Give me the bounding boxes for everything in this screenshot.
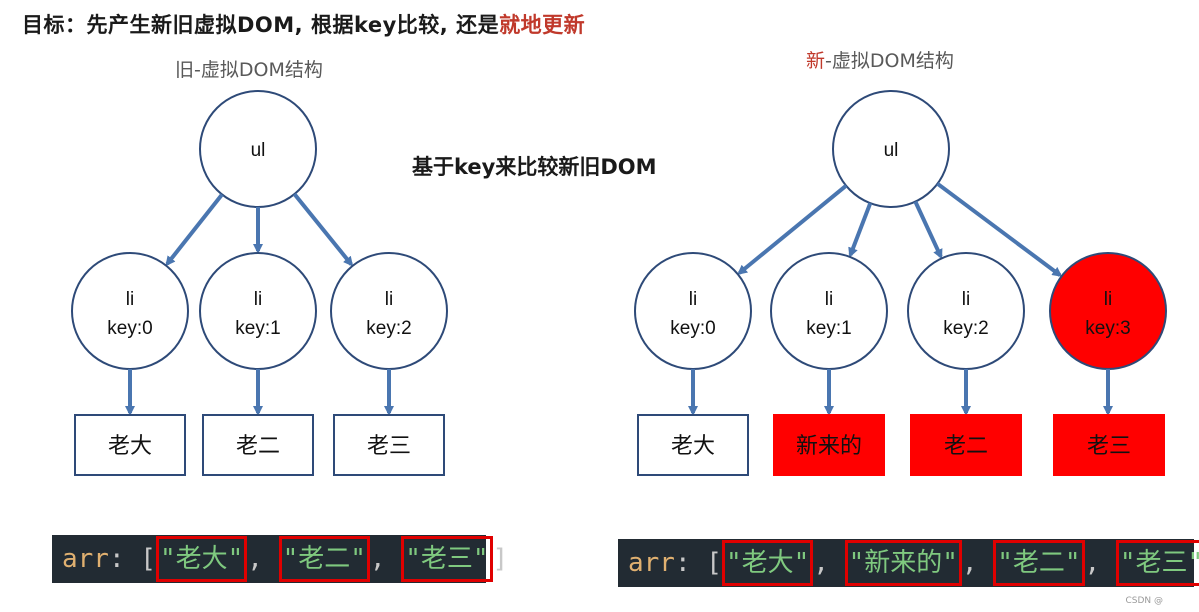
- new-tree-heading: 新-虚拟DOM结构: [806, 46, 954, 73]
- new_tree-li-node-0: [634, 252, 752, 370]
- new_tree-root-label: ul: [884, 140, 899, 161]
- old_tree-li-node-1: [199, 252, 317, 370]
- page-title: 目标：先产生新旧虚拟DOM, 根据key比较, 还是就地更新: [22, 9, 585, 39]
- new_tree-edge-0: [737, 184, 848, 275]
- new_tree-edge-2: [913, 200, 943, 260]
- new-array-comma-0: ,: [813, 548, 845, 578]
- new_tree-text-box-1: [773, 414, 885, 476]
- new-array-open-bracket: [: [690, 548, 722, 578]
- old_tree-li-tag-0: li: [126, 289, 134, 310]
- old_tree-root-label: ul: [251, 140, 266, 161]
- old-array-name: arr: [62, 544, 109, 574]
- old_tree-text-box-2: [333, 414, 445, 476]
- old-array-item-0: "老大": [155, 536, 248, 582]
- old-array-close-bracket: ]: [492, 544, 509, 574]
- old-array-comma-0: ,: [247, 544, 279, 574]
- new_tree-text-label-0: 老大: [671, 434, 715, 459]
- old_tree-edge-2: [292, 192, 354, 267]
- old_tree-text-label-2: 老三: [367, 434, 411, 459]
- old-tree-heading: 旧-虚拟DOM结构: [175, 59, 323, 81]
- new-tree-heading-rest: -虚拟DOM结构: [825, 50, 954, 72]
- new_tree-li-key-1: key:1: [806, 318, 851, 339]
- new_tree-li-key-2: key:2: [943, 318, 988, 339]
- new_tree-text-box-0: [637, 414, 749, 476]
- new_tree-text-box-2: [910, 414, 1022, 476]
- new-array-item-1: "新来的": [844, 540, 962, 586]
- new_tree-edge-3: [936, 182, 1063, 277]
- new_tree-li-key-3: key:3: [1085, 318, 1130, 339]
- old_tree-li-node-2: [330, 252, 448, 370]
- new-array-comma-1: ,: [961, 548, 994, 578]
- new-tree-heading-new: 新: [806, 50, 826, 72]
- new_tree-li-node-3: [1049, 252, 1167, 370]
- new-array-code: arr: ["老大", "新来的", "老二", "老三"]: [618, 539, 1199, 587]
- new-array-item-0: "老大": [721, 540, 814, 586]
- compare-label: 基于key来比较新旧DOM: [412, 155, 657, 179]
- new_tree-edge-1: [848, 202, 873, 258]
- new-tree: ul li key:0 老大 li key:1 新来的 li key:2 老二 li key:3 老三: [634, 90, 1167, 476]
- title-highlight: 就地更新: [499, 13, 586, 37]
- old-array-item-1: "老二": [278, 536, 370, 582]
- old_tree-edge-0: [165, 193, 224, 267]
- new_tree-li-node-1: [770, 252, 888, 370]
- new_tree-li-node-2: [907, 252, 1025, 370]
- old_tree-text-box-1: [202, 414, 314, 476]
- new-array-item-3: "老三": [1115, 540, 1199, 586]
- old_tree-text-box-0: [74, 414, 186, 476]
- new-array-colon: :: [674, 548, 691, 578]
- old-array-code: arr: ["老大", "老二", "老三"]: [52, 535, 508, 583]
- old-array-colon: :: [108, 544, 125, 574]
- new-array-comma-2: ,: [1084, 548, 1116, 578]
- new-array-name: arr: [628, 548, 675, 578]
- new_tree-root-node: [832, 90, 950, 208]
- new_tree-text-label-3: 老三: [1087, 434, 1131, 459]
- old_tree-li-node-0: [71, 252, 189, 370]
- old-tree: ul li key:0 老大 li key:1 老二 li key:2 老三: [71, 90, 448, 476]
- new_tree-li-tag-1: li: [825, 289, 833, 310]
- new_tree-li-key-0: key:0: [670, 318, 715, 339]
- title-prefix: 目标：先产生新旧虚拟DOM, 根据key比较, 还是: [22, 13, 500, 37]
- new_tree-li-tag-2: li: [962, 289, 970, 310]
- old_tree-li-key-1: key:1: [235, 318, 280, 339]
- old_tree-text-label-0: 老大: [108, 434, 152, 459]
- new_tree-li-tag-3: li: [1104, 289, 1112, 310]
- old_tree-li-tag-2: li: [385, 289, 393, 310]
- new_tree-text-box-3: [1053, 414, 1165, 476]
- old-array-item-2: "老三": [401, 536, 493, 582]
- new_tree-li-tag-0: li: [689, 289, 697, 310]
- old-array-comma-1: ,: [369, 544, 402, 574]
- old_tree-li-key-0: key:0: [107, 318, 152, 339]
- old_tree-text-label-1: 老二: [236, 434, 280, 459]
- watermark: CSDN @: [1125, 596, 1163, 606]
- new-array-item-2: "老二": [993, 540, 1085, 586]
- old_tree-li-tag-1: li: [254, 289, 262, 310]
- old_tree-li-key-2: key:2: [366, 318, 411, 339]
- new_tree-text-label-1: 新来的: [796, 434, 862, 459]
- old-array-open-bracket: [: [124, 544, 156, 574]
- new_tree-text-label-2: 老二: [944, 434, 988, 459]
